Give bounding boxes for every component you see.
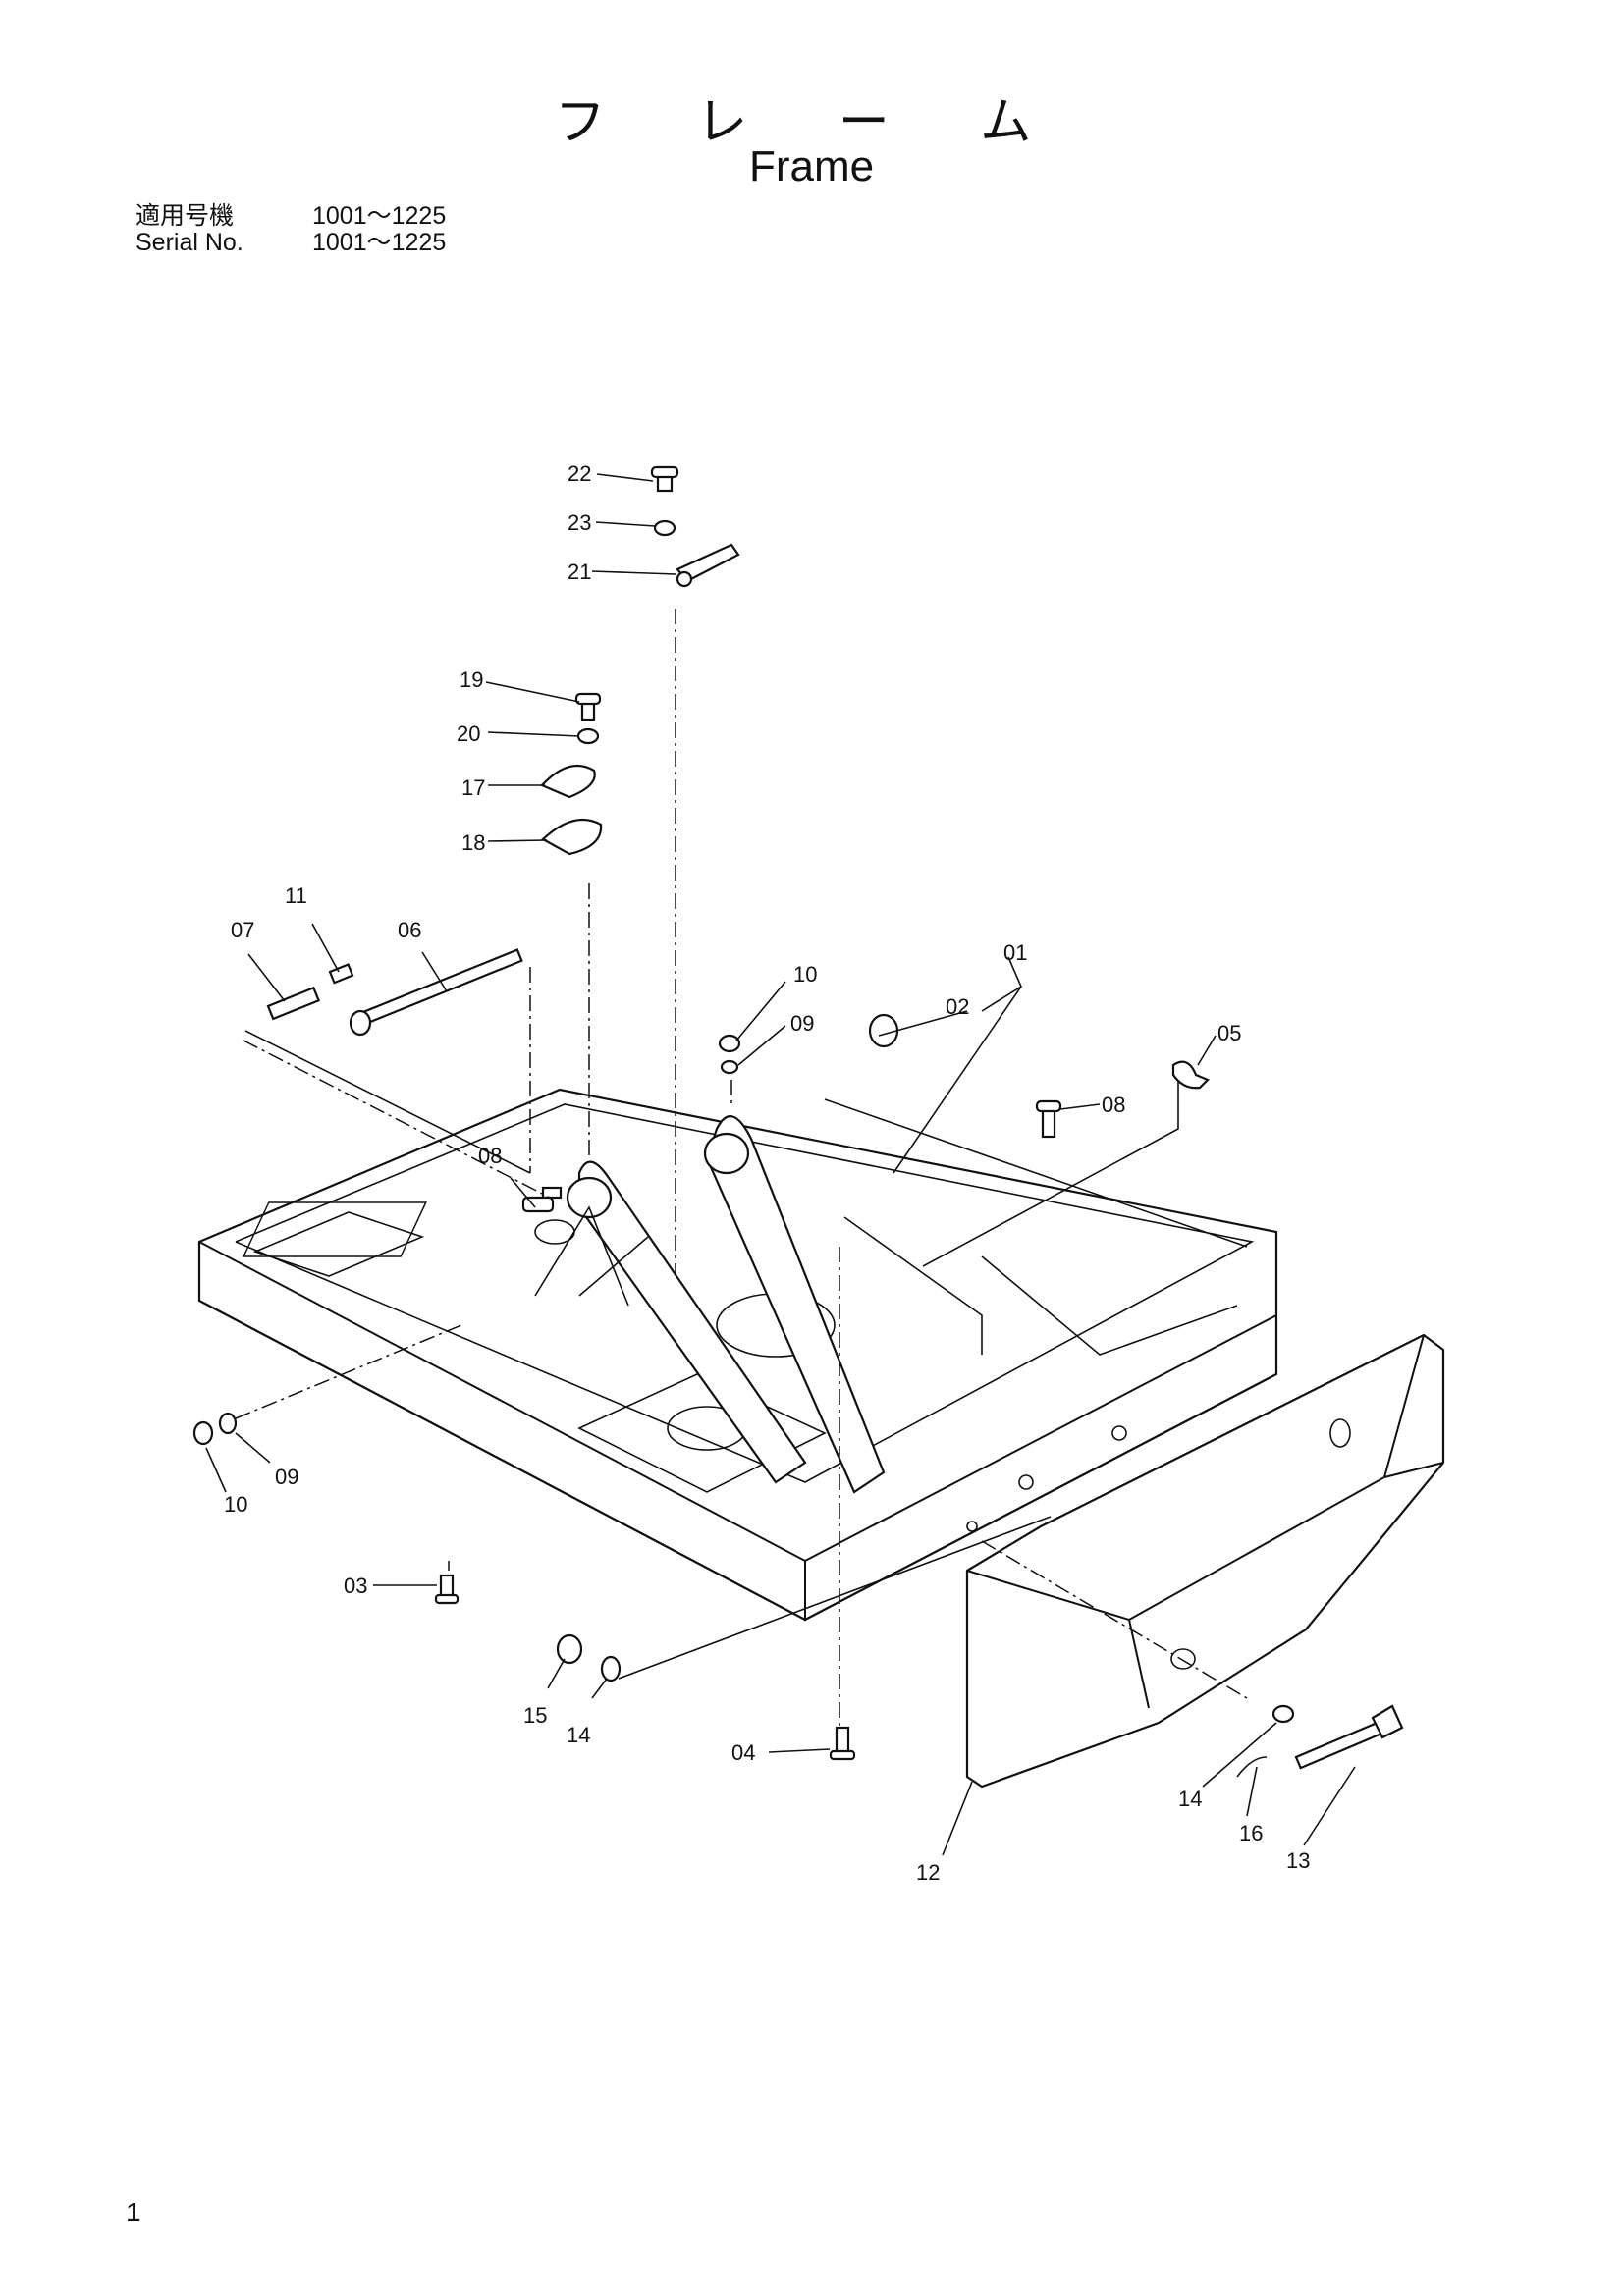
callout-12: 12 [916,1860,940,1885]
callout-05: 05 [1217,1021,1241,1045]
callout-14-left: 14 [567,1723,590,1747]
callout-14-right: 14 [1178,1787,1202,1811]
callout-19: 19 [460,667,483,692]
callout-21: 21 [568,560,591,584]
serial-row-en: Serial No. 1001～1225 [135,230,446,255]
callout-17: 17 [461,775,485,800]
callout-08-right: 08 [1102,1093,1125,1117]
callout-09-left: 09 [275,1465,298,1489]
callout-08-left: 08 [478,1144,502,1168]
callout-15: 15 [523,1703,547,1728]
callout-20: 20 [457,721,480,746]
counterweight [965,1333,1445,1789]
callout-09-top: 09 [790,1011,814,1036]
serial-label-jp: 適用号機 [135,202,235,230]
callout-03: 03 [344,1574,367,1598]
callouts: 01 02 03 04 05 06 07 08 08 09 09 10 10 1… [224,461,1310,1885]
page-title: Frame [748,142,875,190]
callout-22: 22 [568,461,591,486]
serial-value-en: 1001～1225 [312,229,447,256]
callout-11: 11 [285,883,307,908]
callout-16: 16 [1239,1821,1263,1845]
page-title-japanese: フ レ ー ム [554,93,1069,152]
callout-02: 02 [946,994,969,1019]
small-parts [192,465,1404,1778]
callout-23: 23 [568,510,591,535]
serial-row-jp: 適用号機 1001～1225 [135,203,446,229]
callout-13: 13 [1286,1848,1310,1873]
serial-value-jp: 1001～1225 [312,202,447,230]
callout-01: 01 [1003,940,1027,965]
page-number: 1 [126,2197,141,2227]
callout-06: 06 [398,918,421,942]
serial-label-en: Serial No. [135,229,243,256]
leader-lines [205,473,1356,1856]
callout-07: 07 [231,918,254,942]
callout-10-top: 10 [793,962,817,987]
callout-10-left: 10 [224,1492,247,1517]
callout-18: 18 [461,830,485,855]
assembly-lines [235,609,1248,1728]
callout-04: 04 [731,1740,755,1765]
main-frame [197,1088,1278,1622]
